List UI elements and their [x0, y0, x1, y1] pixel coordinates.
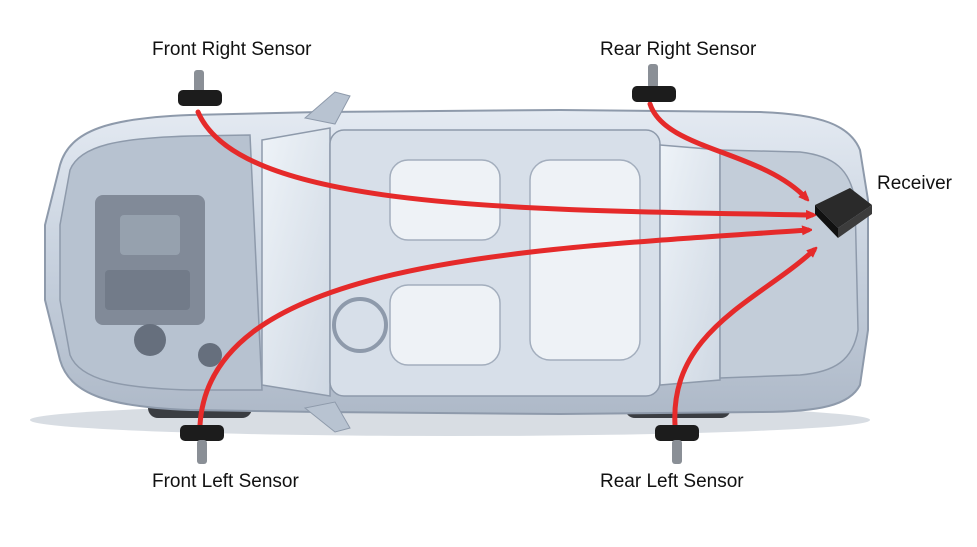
receiver-icon: [815, 188, 872, 238]
arrow-front-left: [197, 230, 808, 428]
front-right-sensor-icon: [178, 70, 222, 106]
arrow-rear-right: [647, 101, 806, 198]
front-left-sensor-icon: [180, 425, 224, 464]
receiver-label: Receiver: [877, 173, 952, 194]
left-mirror: [303, 401, 351, 433]
rear-window: [659, 144, 721, 386]
engine-block: [95, 195, 222, 367]
arrow-rear-left: [672, 250, 814, 428]
signal-arrows: [195, 101, 814, 428]
rear-right-sensor-icon: [632, 64, 676, 102]
front-left-sensor-label: Front Left Sensor: [152, 471, 299, 492]
rear-right-sensor-label: Rear Right Sensor: [600, 39, 757, 60]
rear-left-sensor-icon: [655, 425, 699, 464]
front-right-sensor-label: Front Right Sensor: [152, 39, 312, 60]
steering-wheel: [332, 297, 388, 353]
windshield: [261, 127, 331, 397]
right-mirror: [303, 91, 351, 125]
rear-left-sensor-label: Rear Left Sensor: [600, 471, 744, 492]
arrow-front-right: [195, 109, 812, 215]
